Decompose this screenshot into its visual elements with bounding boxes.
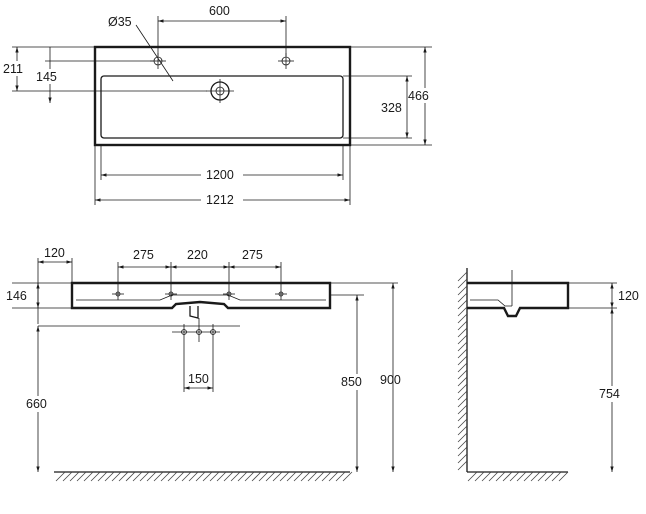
washbasin-outline	[93, 45, 352, 147]
basin-bowl	[100, 75, 344, 139]
wall-hatch	[457, 271, 468, 471]
dim-left-edge-to-tap: 120	[44, 246, 65, 260]
dim-tap-spacing: 600	[209, 4, 230, 18]
washbasin-side-profile	[467, 281, 570, 318]
dim-spacing-right: 275	[242, 248, 263, 262]
front-tap-hole-2	[165, 286, 177, 300]
front-view: 120 275 220 275 146 150 660	[4, 246, 401, 482]
washbasin-front-profile	[70, 281, 332, 310]
floor-hatch-side	[467, 471, 569, 482]
dim-overall-depth: 466	[408, 89, 429, 103]
front-tap-hole-4	[275, 286, 287, 300]
side-view: 120 754	[457, 268, 639, 482]
dim-side-basin-height: 120	[618, 289, 639, 303]
floor-hatch	[55, 471, 353, 482]
dim-top-height: 850	[341, 375, 362, 389]
dim-overall-width: 1212	[206, 193, 234, 207]
dim-basin-width: 1200	[206, 168, 234, 182]
drain-hole	[206, 79, 234, 103]
dim-trap-spacing: 150	[188, 372, 209, 386]
dim-total-height: 900	[380, 373, 401, 387]
dim-waste-height: 660	[26, 397, 47, 411]
dim-spacing-center: 220	[187, 248, 208, 262]
dim-edge-to-drain: 145	[36, 70, 57, 84]
dim-side-lower-height: 754	[599, 387, 620, 401]
dim-hole-diameter: Ø35	[108, 15, 132, 29]
trap	[189, 306, 199, 319]
top-view: Ø35 600 211 145 328 466 1200	[1, 4, 434, 207]
front-tap-hole-3	[223, 286, 235, 300]
dim-basin-height: 146	[6, 289, 27, 303]
dim-spacing-left: 275	[133, 248, 154, 262]
front-tap-hole-1	[112, 286, 124, 300]
dim-basin-depth: 328	[381, 101, 402, 115]
dim-edge-to-tap: 211	[3, 62, 23, 76]
